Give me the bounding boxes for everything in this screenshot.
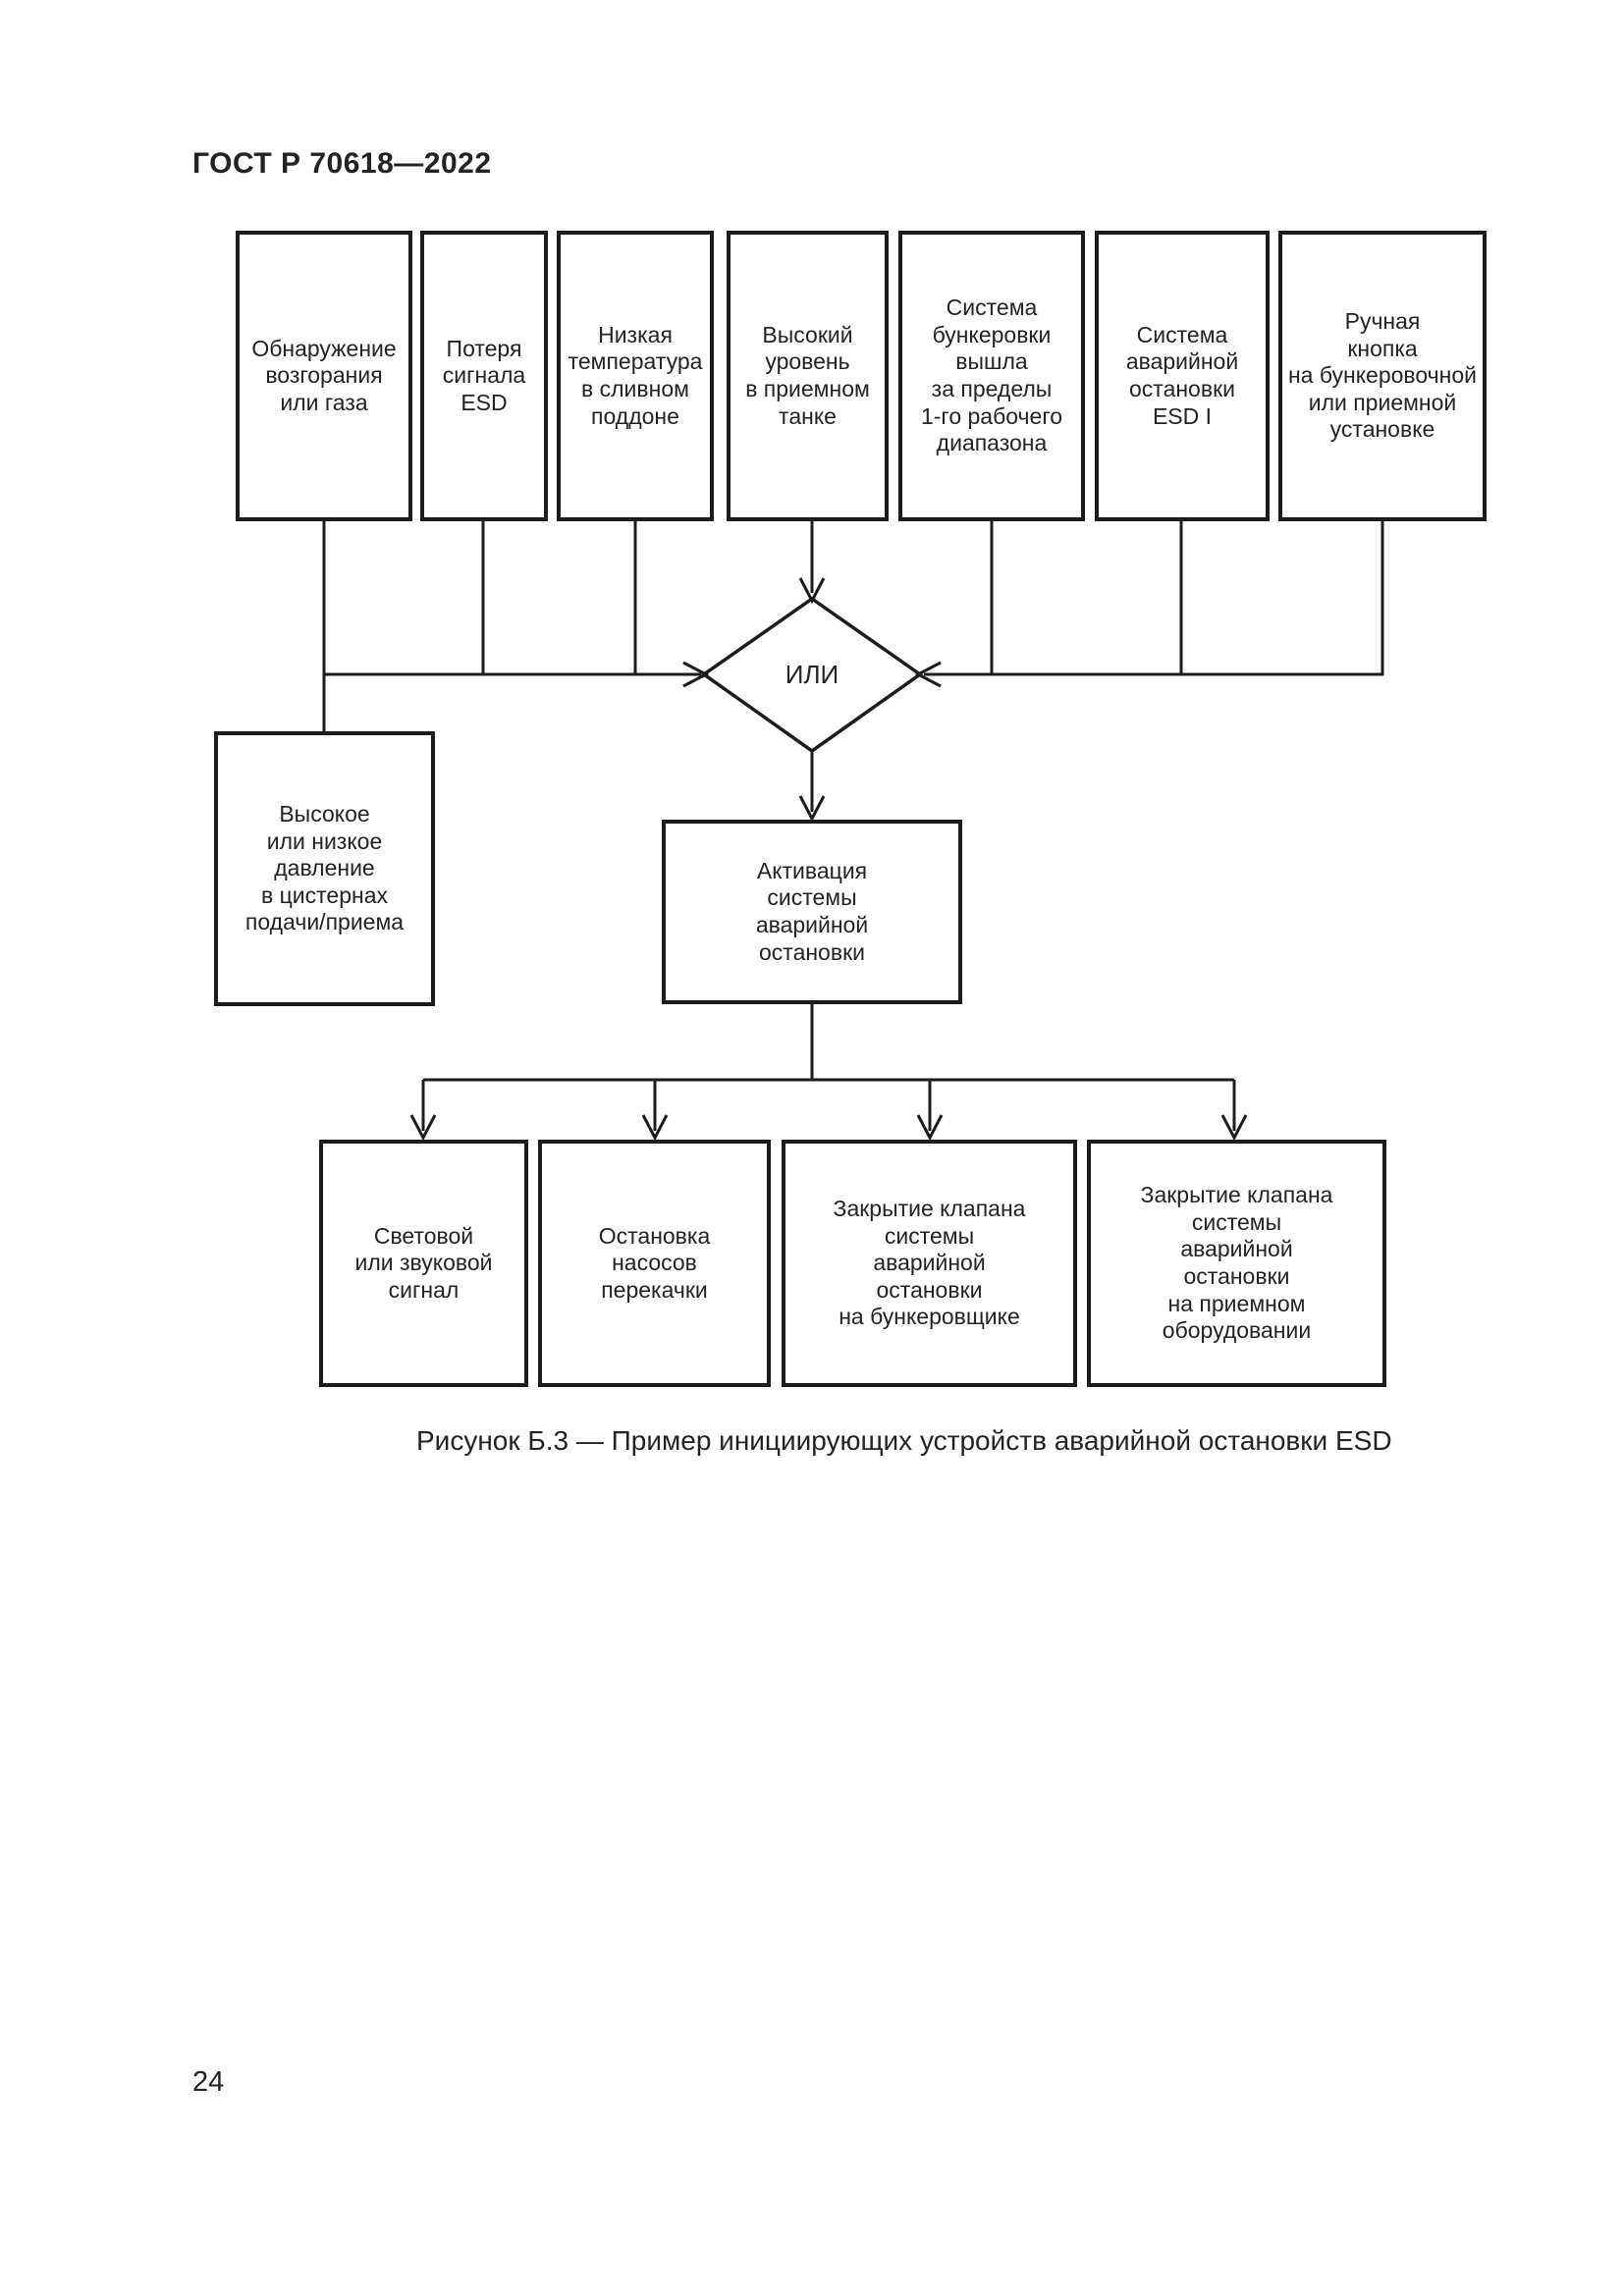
arrowhead-output-4	[1220, 1114, 1248, 1142]
input-box-bunkering-out-of-range: Система бункеровки вышла за пределы 1-го…	[898, 231, 1085, 521]
or-gate-label: ИЛИ	[785, 659, 839, 689]
arrowhead-into-diamond-right	[914, 661, 942, 688]
figure-caption: Рисунок Б.3 — Пример инициирующих устрой…	[416, 1425, 1392, 1456]
input-box-fire-or-gas-detection: Обнаружение возгорания или газа	[236, 231, 412, 521]
output-box-stop-transfer-pumps: Остановка насосов перекачки	[538, 1140, 771, 1387]
standard-number-header: ГОСТ Р 70618—2022	[192, 147, 492, 180]
output-box-close-valve-receiving-equipment: Закрытие клапана системы аварийной остан…	[1087, 1140, 1386, 1387]
input-box-manual-button: Ручная кнопка на бункеровочной или прием…	[1278, 231, 1487, 521]
input-box-tank-pressure: Высокое или низкое давление в цистернах …	[214, 731, 435, 1006]
action-box-esd-activation: Активация системы аварийной остановки	[662, 820, 962, 1004]
input-box-high-level-receiving-tank: Высокий уровень в приемном танке	[727, 231, 889, 521]
arrowhead-output-3	[916, 1114, 944, 1142]
input-box-esd1-system: Система аварийной остановки ESD I	[1095, 231, 1270, 521]
output-box-light-sound-signal: Световой или звуковой сигнал	[319, 1140, 528, 1387]
input-box-low-temperature-drip-tray: Низкая температура в сливном поддоне	[557, 231, 714, 521]
arrowhead-into-diamond-left	[682, 661, 710, 688]
arrowhead-into-diamond-top	[798, 577, 826, 605]
arrowhead-output-1	[409, 1114, 437, 1142]
arrowhead-into-action	[798, 795, 826, 823]
arrowhead-output-2	[641, 1114, 669, 1142]
page-number: 24	[192, 2066, 225, 2098]
input-box-esd-signal-loss: Потеря сигнала ESD	[420, 231, 548, 521]
output-box-close-valve-bunkering-vessel: Закрытие клапана системы аварийной остан…	[782, 1140, 1077, 1387]
